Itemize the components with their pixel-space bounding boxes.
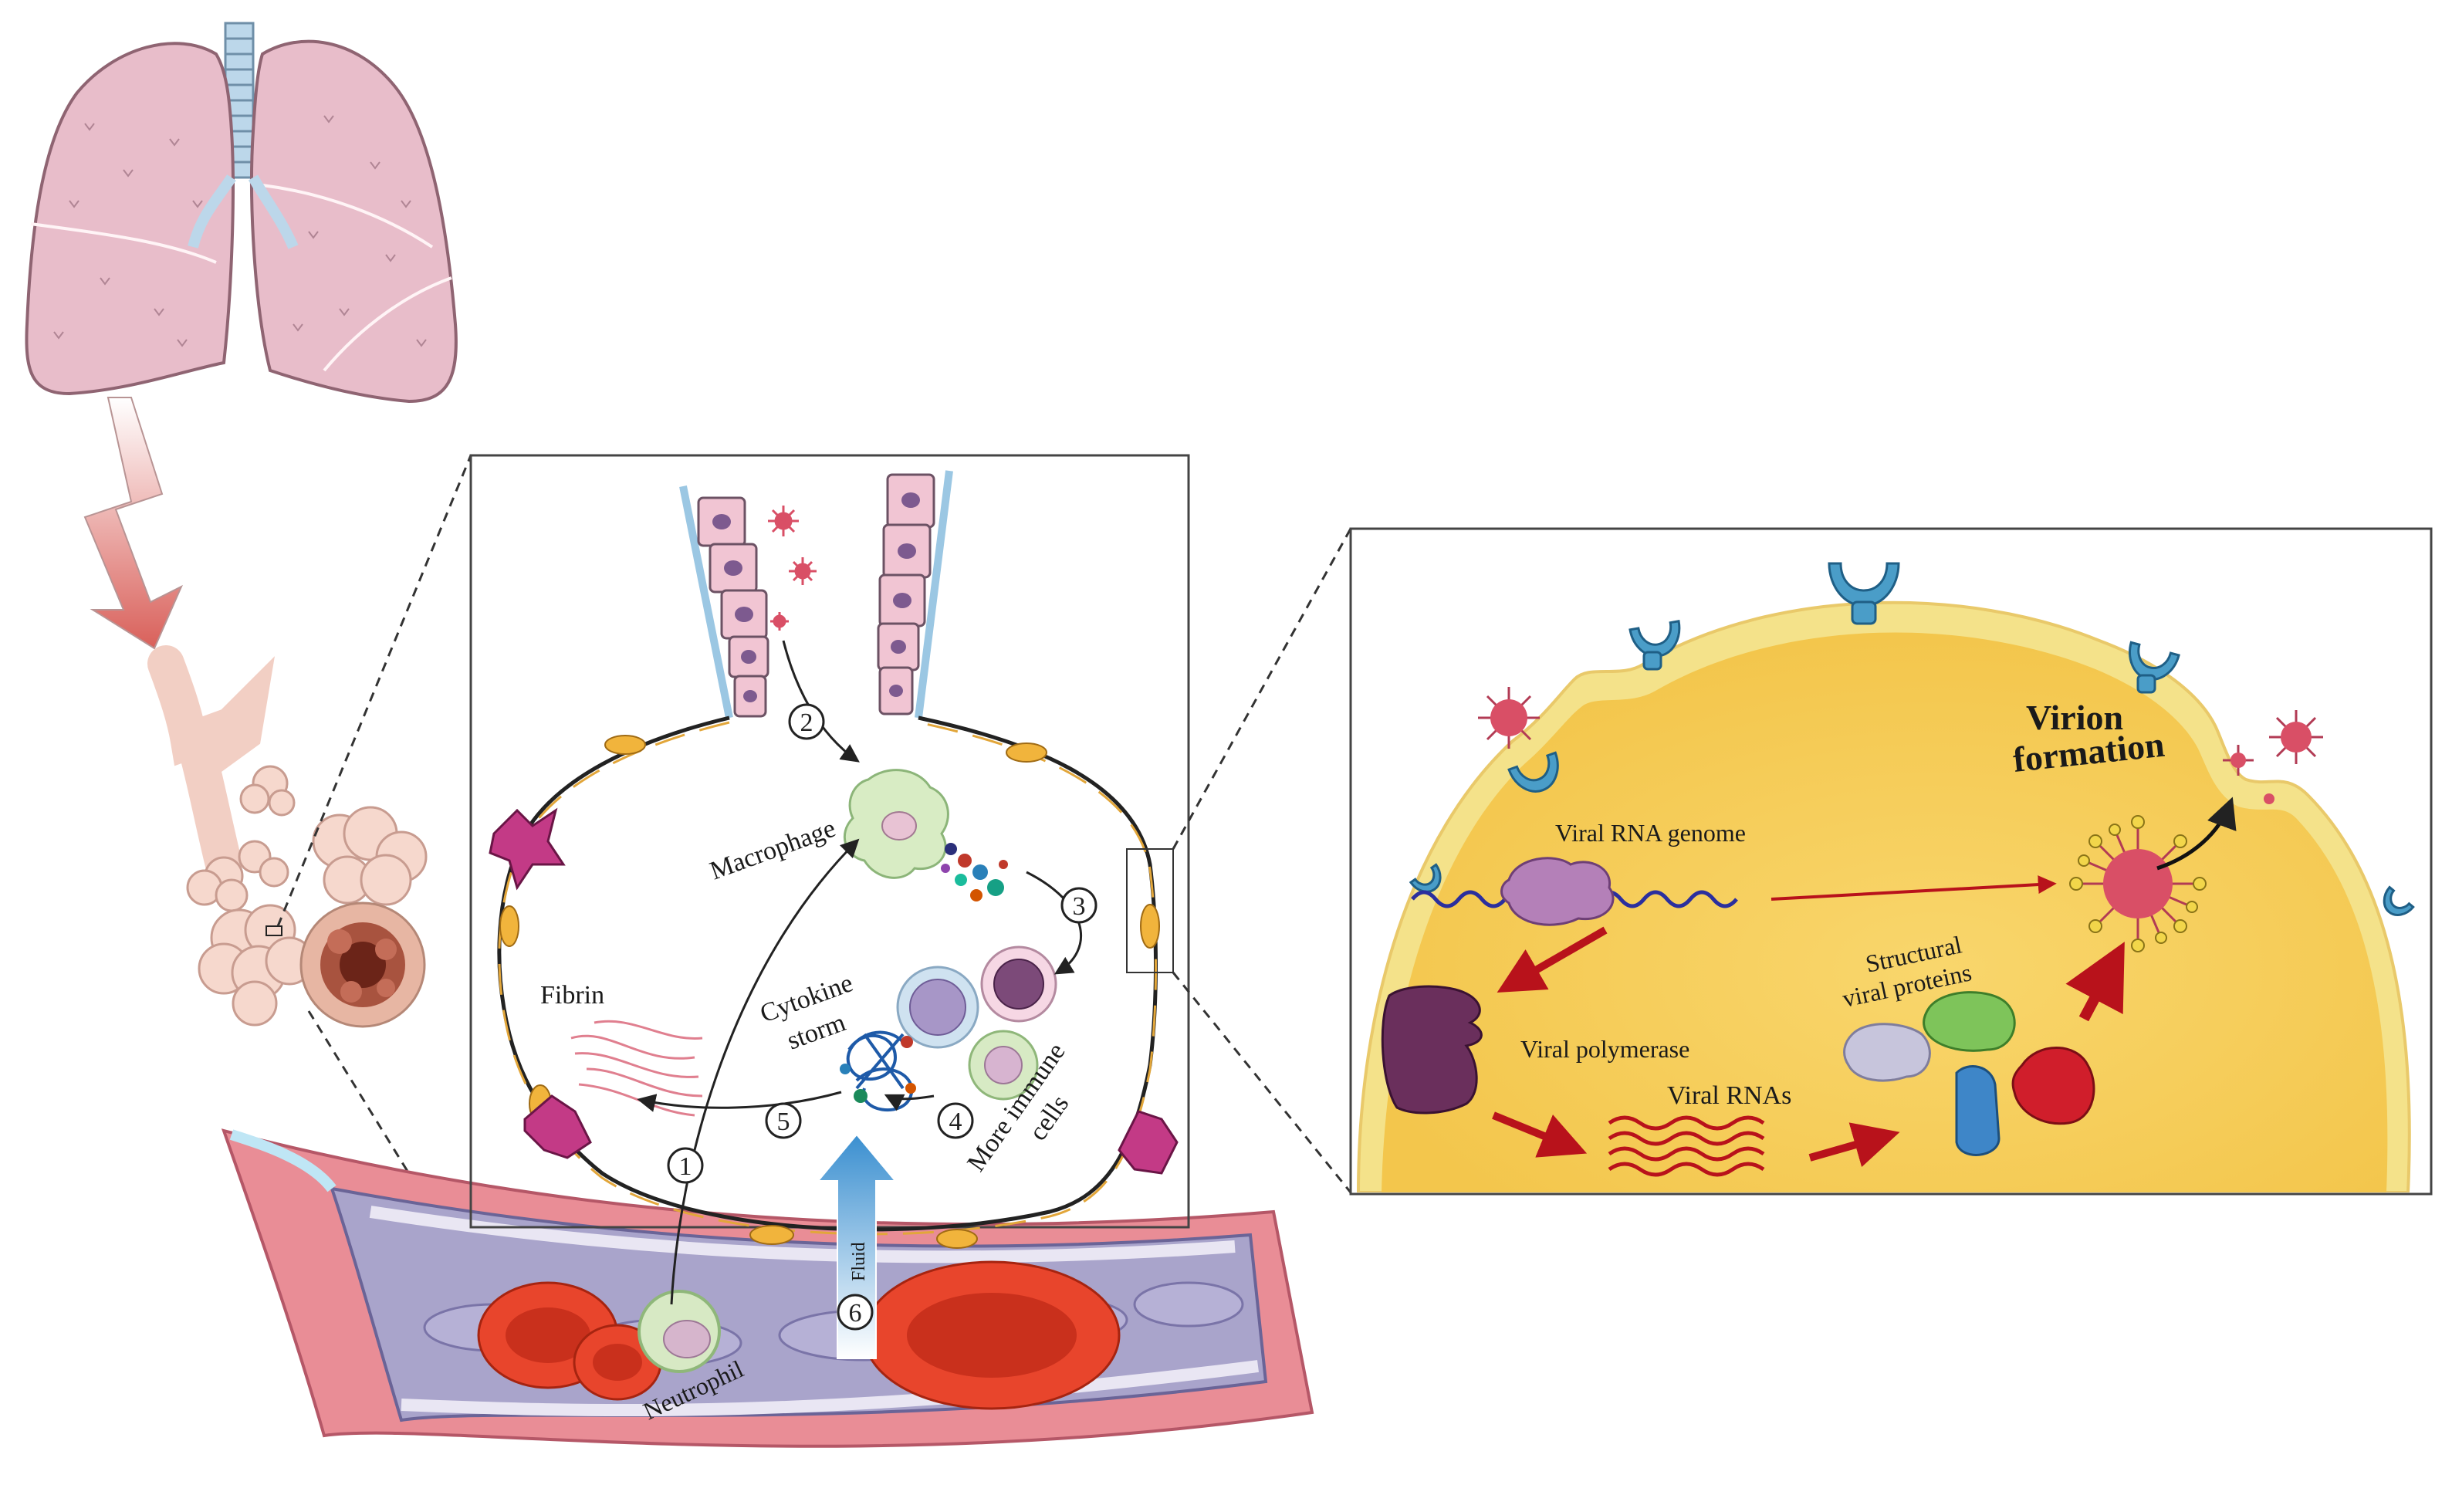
alveolar-wall <box>497 715 1158 1232</box>
right-lung <box>250 39 458 404</box>
step-5: 5 <box>765 1102 802 1139</box>
step-6: 6 <box>837 1294 874 1331</box>
structural-proteins <box>1843 991 2095 1156</box>
viral-polymerase-shape <box>1381 985 1483 1115</box>
process-arrows <box>637 640 1083 1305</box>
cytokine-storm-cluster <box>846 1030 914 1112</box>
cytoplasm <box>1382 632 2388 1192</box>
cell-panel: Virion formation Viral RNA genome Struct… <box>1349 527 2433 1196</box>
zoom-lines-cell <box>1172 528 1352 1193</box>
epithelial-wall-left <box>679 485 769 719</box>
step-2: 2 <box>788 703 825 740</box>
step-1: 1 <box>667 1147 704 1184</box>
ribosome <box>1500 857 1615 926</box>
fibrin-strands <box>570 1020 703 1117</box>
zoom-down-arrow <box>83 397 184 650</box>
svg-text:3: 3 <box>1073 892 1086 921</box>
svg-text:6: 6 <box>849 1299 862 1328</box>
label-polymerase: Viral polymerase <box>1520 1035 1689 1063</box>
label-virion: Virion <box>2026 698 2123 737</box>
svg-text:1: 1 <box>679 1152 692 1181</box>
label-viral-rnas: Viral RNAs <box>1667 1081 1791 1110</box>
viral-rnas-stack <box>1608 1115 1765 1177</box>
label-macrophage: Macrophage <box>706 814 839 886</box>
neutrophil-cell <box>638 1290 721 1373</box>
immune-cells <box>896 945 1057 1101</box>
label-fluid: Fluid <box>849 1242 869 1281</box>
ace2-receptors <box>1409 562 2415 916</box>
left-lung <box>25 42 235 396</box>
fluid-arrow <box>816 1133 898 1359</box>
svg-text:2: 2 <box>800 709 813 737</box>
red-blood-cells <box>477 1260 1121 1410</box>
virus-particles-small <box>768 506 817 631</box>
zoom-lines-alveolus <box>276 455 472 1193</box>
label-rna-genome: Viral RNA genome <box>1555 819 1746 847</box>
label-fibrin: Fibrin <box>540 981 604 1010</box>
epithelial-wall-right <box>877 470 953 719</box>
blood-vessel <box>221 1128 1314 1448</box>
lungs-illustration <box>25 22 458 404</box>
step-4: 4 <box>937 1102 974 1139</box>
virus-particles-outer <box>1478 687 2323 804</box>
step-markers: 1 2 3 4 5 6 <box>667 703 1097 1331</box>
macrophage-cell <box>843 769 949 879</box>
damaged-alveolus <box>299 901 426 1028</box>
cytokine-dots <box>941 843 1008 901</box>
alveolus-panel: 1 2 3 4 5 6 Macrophage <box>469 454 1190 1425</box>
svg-text:4: 4 <box>949 1108 962 1136</box>
assembling-virion <box>2069 815 2207 952</box>
step-3: 3 <box>1060 887 1097 924</box>
svg-text:5: 5 <box>777 1108 790 1136</box>
virion-exit-arrow <box>2156 797 2237 871</box>
type-ii-pneumocytes <box>489 807 1179 1175</box>
bronchiole-alveoli <box>147 645 428 1028</box>
cell-process-arrows <box>1492 875 2125 1168</box>
